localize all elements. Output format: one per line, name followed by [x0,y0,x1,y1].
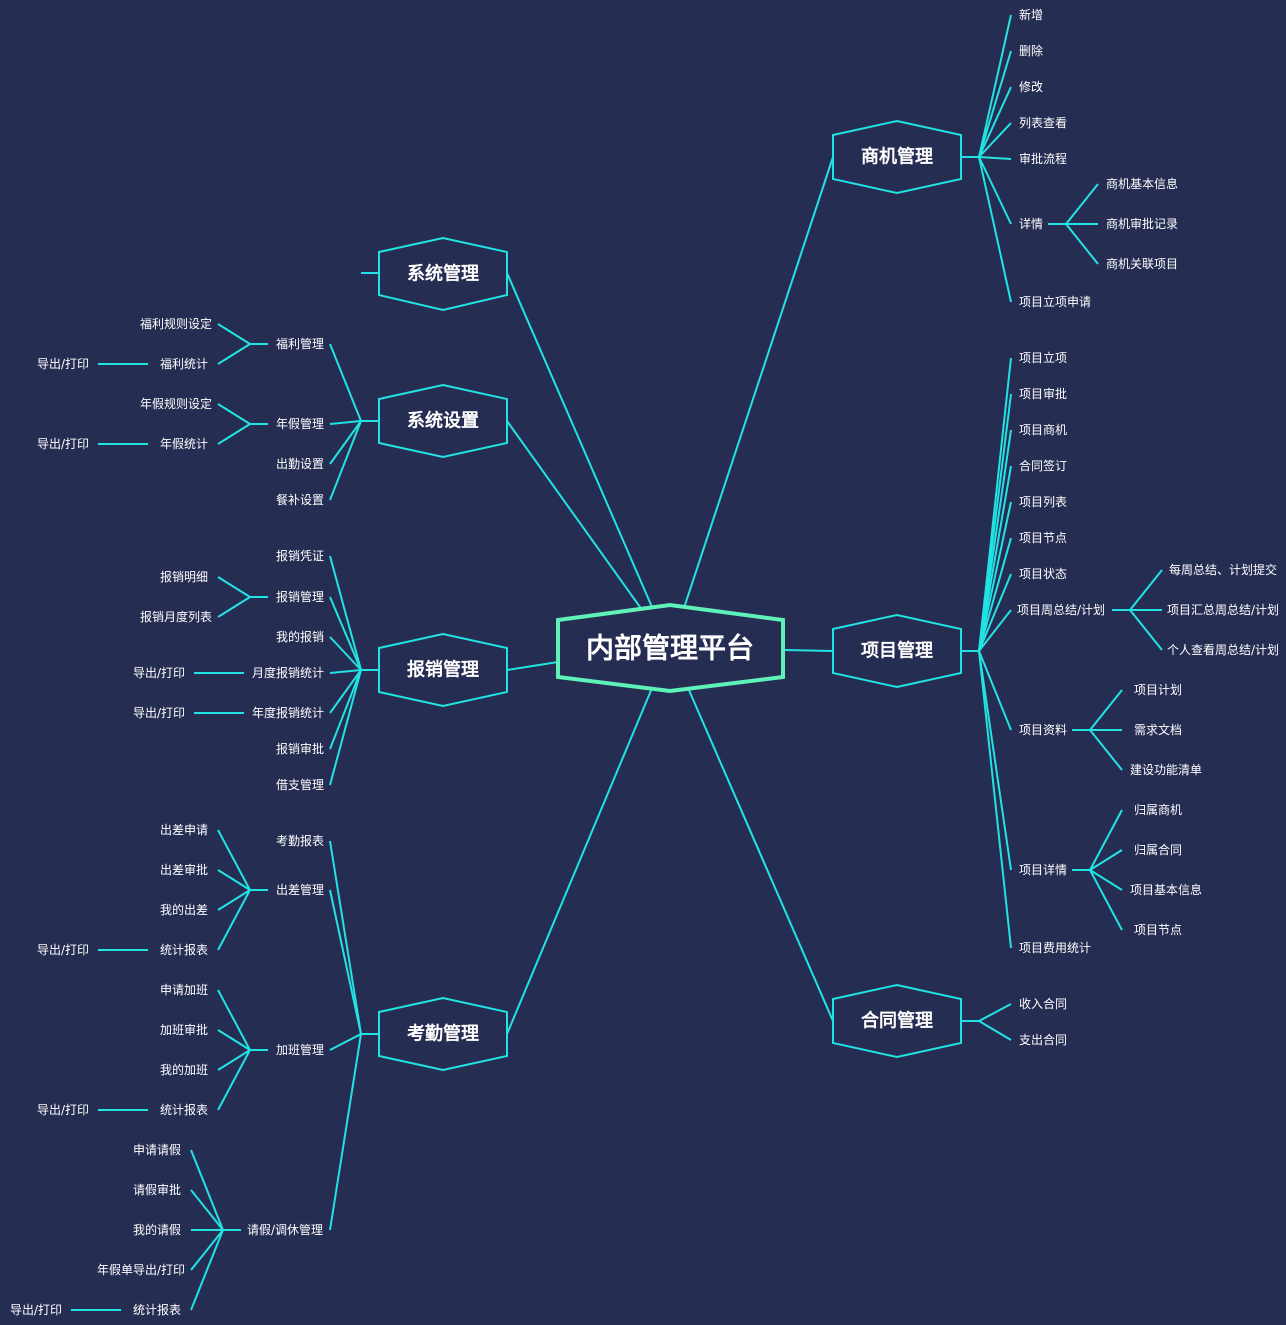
node-overtime-manage[interactable]: 加班管理 [276,1042,324,1057]
node-annual-stats[interactable]: 年假统计 [160,437,208,451]
branch-project[interactable]: 项目管理 [832,613,962,689]
node-export-print[interactable]: 导出/打印 [37,357,89,371]
node-project-opportunity[interactable]: 项目商机 [1019,422,1067,437]
node-opp-flow[interactable]: 审批流程 [1019,151,1067,166]
node-export-print[interactable]: 导出/打印 [133,666,185,680]
node-welfare-stats[interactable]: 福利统计 [160,356,208,371]
node-feature-list[interactable]: 建设功能清单 [1130,763,1202,777]
root-node[interactable]: 内部管理平台 [556,602,785,694]
node-attendance-setting[interactable]: 出勤设置 [276,457,324,471]
node-weekly-summary[interactable]: 项目汇总周总结/计划 [1167,603,1279,617]
branch-label: 商机管理 [861,146,933,168]
branch-label: 系统设置 [407,410,479,432]
node-loan-manage[interactable]: 借支管理 [276,777,324,792]
node-detail-nodes[interactable]: 项目节点 [1134,923,1182,937]
node-income-contract[interactable]: 收入合同 [1019,996,1067,1011]
node-reimburse-detail[interactable]: 报销明细 [160,569,208,584]
node-annual-leave-export[interactable]: 年假单导出/打印 [97,1263,185,1277]
node-my-trip[interactable]: 我的出差 [160,902,208,917]
node-trip-stats[interactable]: 统计报表 [160,942,208,957]
node-project-nodes[interactable]: 项目节点 [1019,531,1067,545]
node-reimburse-approval[interactable]: 报销审批 [276,741,324,756]
node-detail-contract[interactable]: 归属合同 [1134,842,1182,857]
branch-label: 考勤管理 [407,1023,479,1045]
node-expense-contract[interactable]: 支出合同 [1019,1032,1067,1047]
node-meal-setting[interactable]: 餐补设置 [276,492,324,507]
node-opp-basic-info[interactable]: 商机基本信息 [1106,176,1178,191]
node-project-approve[interactable]: 项目审批 [1019,386,1067,401]
node-overtime-apply[interactable]: 申请加班 [160,983,208,997]
node-detail-opportunity[interactable]: 归属商机 [1134,802,1182,817]
node-welfare-rule[interactable]: 福利规则设定 [140,316,212,331]
attendance-children: 考勤报表 出差管理 出差申请 出差审批 我的出差 统计报表 导出/打印 加班管理… [10,823,324,1317]
branch-label: 合同管理 [861,1010,933,1032]
node-project-status[interactable]: 项目状态 [1019,567,1067,581]
node-weekly-personal[interactable]: 个人查看周总结/计划 [1167,643,1279,657]
node-weekly-submit[interactable]: 每周总结、计划提交 [1169,562,1277,577]
opportunity-children: 新增 删除 修改 列表查看 审批流程 详情 商机基本信息 商机审批记录 商机关联… [1019,7,1178,309]
branch-label: 系统管理 [407,263,479,285]
node-annual-rule[interactable]: 年假规则设定 [140,396,212,411]
node-opp-approval-records[interactable]: 商机审批记录 [1106,216,1178,231]
branch-opportunity[interactable]: 商机管理 [832,119,962,195]
connector-lines [71,14,1163,1311]
node-reimburse-voucher[interactable]: 报销凭证 [276,548,324,563]
node-project-docs[interactable]: 项目资料 [1019,723,1067,737]
branch-system-manage[interactable]: 系统管理 [378,236,508,312]
node-opp-related-projects[interactable]: 商机关联项目 [1106,256,1178,271]
node-leave-approve[interactable]: 请假审批 [133,1182,181,1197]
branch-label: 项目管理 [861,640,933,662]
node-leave-manage[interactable]: 请假/调休管理 [247,1222,323,1237]
node-project-cost-stats[interactable]: 项目费用统计 [1019,941,1091,955]
node-my-leave[interactable]: 我的请假 [133,1222,181,1237]
node-overtime-approve[interactable]: 加班审批 [160,1022,208,1037]
node-opp-edit[interactable]: 修改 [1019,79,1043,94]
node-leave-apply[interactable]: 申请请假 [133,1143,181,1157]
node-trip-approve[interactable]: 出差审批 [160,862,208,877]
branch-label: 报销管理 [407,659,479,681]
node-opp-list[interactable]: 列表查看 [1019,116,1067,130]
branch-system-settings[interactable]: 系统设置 [378,383,508,459]
node-project-weekly[interactable]: 项目周总结/计划 [1017,603,1105,617]
branch-contract[interactable]: 合同管理 [832,983,962,1059]
contract-children: 收入合同 支出合同 [1019,996,1067,1047]
node-project-detail[interactable]: 项目详情 [1019,862,1067,877]
root-label: 内部管理平台 [586,632,754,665]
node-yearly-stats[interactable]: 年度报销统计 [252,705,324,720]
node-reimburse-monthly-list[interactable]: 报销月度列表 [140,609,212,624]
node-attendance-report[interactable]: 考勤报表 [276,833,324,848]
node-detail-basic[interactable]: 项目基本信息 [1130,882,1202,897]
node-export-print[interactable]: 导出/打印 [37,1103,89,1117]
project-children: 项目立项 项目审批 项目商机 合同签订 项目列表 项目节点 项目状态 项目周总结… [1017,350,1279,955]
branch-reimburse[interactable]: 报销管理 [378,632,508,708]
node-my-overtime[interactable]: 我的加班 [160,1062,208,1077]
node-my-reimburse[interactable]: 我的报销 [276,629,324,644]
node-contract-sign[interactable]: 合同签订 [1019,458,1067,473]
node-project-plan[interactable]: 项目计划 [1134,683,1182,697]
node-trip-apply[interactable]: 出差申请 [160,823,208,837]
node-reimburse-manage[interactable]: 报销管理 [276,589,324,604]
node-opp-add[interactable]: 新增 [1019,7,1043,22]
node-export-print[interactable]: 导出/打印 [37,943,89,957]
node-export-print[interactable]: 导出/打印 [10,1303,62,1317]
branch-attendance[interactable]: 考勤管理 [378,996,508,1072]
node-requirements-doc[interactable]: 需求文档 [1134,722,1182,737]
node-welfare-manage[interactable]: 福利管理 [276,336,324,351]
node-export-print[interactable]: 导出/打印 [37,437,89,451]
node-leave-stats[interactable]: 统计报表 [133,1302,181,1317]
node-opp-detail[interactable]: 详情 [1019,216,1043,231]
node-project-apply[interactable]: 项目立项申请 [1019,294,1091,309]
node-project-list[interactable]: 项目列表 [1019,495,1067,509]
system-settings-children: 福利管理 福利规则设定 福利统计 导出/打印 年假管理 年假规则设定 年假统计 … [37,316,324,507]
node-monthly-stats[interactable]: 月度报销统计 [252,665,324,680]
node-export-print[interactable]: 导出/打印 [133,706,185,720]
node-trip-manage[interactable]: 出差管理 [276,882,324,897]
node-annual-manage[interactable]: 年假管理 [276,416,324,431]
reimburse-children: 报销凭证 报销管理 报销明细 报销月度列表 我的报销 月度报销统计 导出/打印 … [133,548,324,792]
node-project-setup[interactable]: 项目立项 [1019,350,1067,365]
node-overtime-stats[interactable]: 统计报表 [160,1102,208,1117]
node-opp-delete[interactable]: 删除 [1019,43,1043,58]
